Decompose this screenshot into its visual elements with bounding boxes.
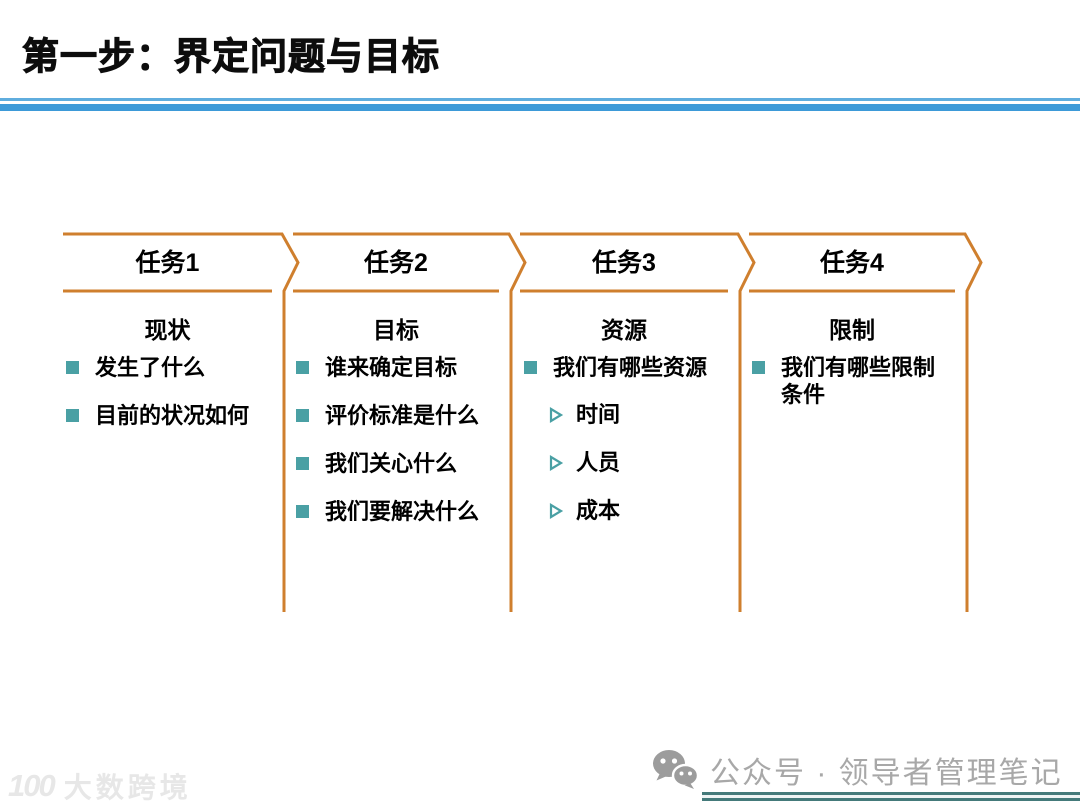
bullet-text: 人员 (576, 450, 621, 475)
bullet-text: 谁来确定目标 (325, 355, 458, 380)
bullet-text: 我们关心什么 (325, 451, 458, 476)
bullet-text: 评价标准是什么 (325, 403, 480, 428)
list-item: 我们关心什么 (296, 450, 511, 477)
watermark-logo: 100 (8, 768, 56, 803)
task3-subtitle: 资源 (601, 317, 647, 343)
list-item: 人员 (548, 450, 738, 476)
list-item: 时间 (548, 402, 738, 428)
square-bullet-icon (66, 361, 79, 374)
task1-subtitle: 现状 (144, 317, 191, 343)
task2-banner-label: 任务2 (364, 249, 428, 277)
chevron-banner-1 (63, 232, 300, 612)
square-bullet-icon (296, 505, 309, 518)
chevron-banner-3 (520, 232, 756, 612)
bullet-text: 发生了什么 (95, 355, 206, 380)
arrow-bullet-icon (549, 455, 564, 471)
title-rule-gap (0, 101, 1080, 104)
footer-double-rule (702, 792, 1080, 801)
task2-bullet-list: 谁来确定目标 评价标准是什么 我们关心什么 我们要解决什么 (296, 354, 511, 546)
task4-banner-label: 任务4 (820, 249, 884, 277)
bullet-text: 目前的状况如何 (95, 403, 250, 428)
square-bullet-icon (66, 409, 79, 422)
list-item: 发生了什么 (66, 354, 284, 381)
wechat-account-text: 公众号 · 领导者管理笔记 (710, 757, 1063, 790)
list-item: 我们要解决什么 (296, 498, 511, 525)
square-bullet-icon (524, 361, 537, 374)
title-rule-thin-line (0, 98, 1080, 101)
bullet-text: 我们要解决什么 (325, 499, 480, 524)
bullet-text: 时间 (576, 402, 621, 427)
list-item: 评价标准是什么 (296, 402, 511, 429)
list-item: 我们有哪些限制条件 (752, 354, 964, 408)
watermark: 100 大数跨境 (8, 766, 192, 806)
wechat-icon (653, 750, 698, 789)
list-item: 我们有哪些资源 (524, 354, 738, 381)
task4-bullet-list: 我们有哪些限制条件 (752, 354, 964, 429)
watermark-name: 大数跨境 (63, 772, 192, 803)
task1-banner-label: 任务1 (135, 249, 200, 277)
bullet-text: 成本 (576, 498, 621, 523)
task-process-diagram (63, 232, 983, 612)
task3-bullet-list: 我们有哪些资源 时间 人员 成本 (524, 354, 738, 546)
wechat-account-badge: 公众号 · 领导者管理笔记 (652, 748, 1063, 792)
square-bullet-icon (296, 409, 309, 422)
list-item: 目前的状况如何 (66, 402, 284, 429)
task4-subtitle: 限制 (829, 317, 875, 343)
title-rule-thick-line (0, 104, 1080, 111)
list-item: 成本 (548, 498, 738, 524)
arrow-bullet-icon (549, 503, 564, 519)
task1-bullet-list: 发生了什么 目前的状况如何 (66, 354, 284, 450)
page-title: 第一步：界定问题与目标 (22, 36, 440, 78)
task3-sub-bullet-list: 时间 人员 成本 (524, 402, 738, 524)
square-bullet-icon (296, 361, 309, 374)
square-bullet-icon (752, 361, 765, 374)
arrow-bullet-icon (549, 407, 564, 423)
task2-subtitle: 目标 (373, 317, 419, 343)
bullet-text: 我们有哪些限制条件 (781, 355, 936, 407)
chevron-banner-4 (749, 232, 983, 612)
chevron-banner-2 (293, 232, 527, 612)
bullet-text: 我们有哪些资源 (553, 355, 708, 380)
task3-banner-label: 任务3 (592, 249, 656, 277)
square-bullet-icon (296, 457, 309, 470)
list-item: 谁来确定目标 (296, 354, 511, 381)
title-underline-rule (0, 98, 1080, 111)
